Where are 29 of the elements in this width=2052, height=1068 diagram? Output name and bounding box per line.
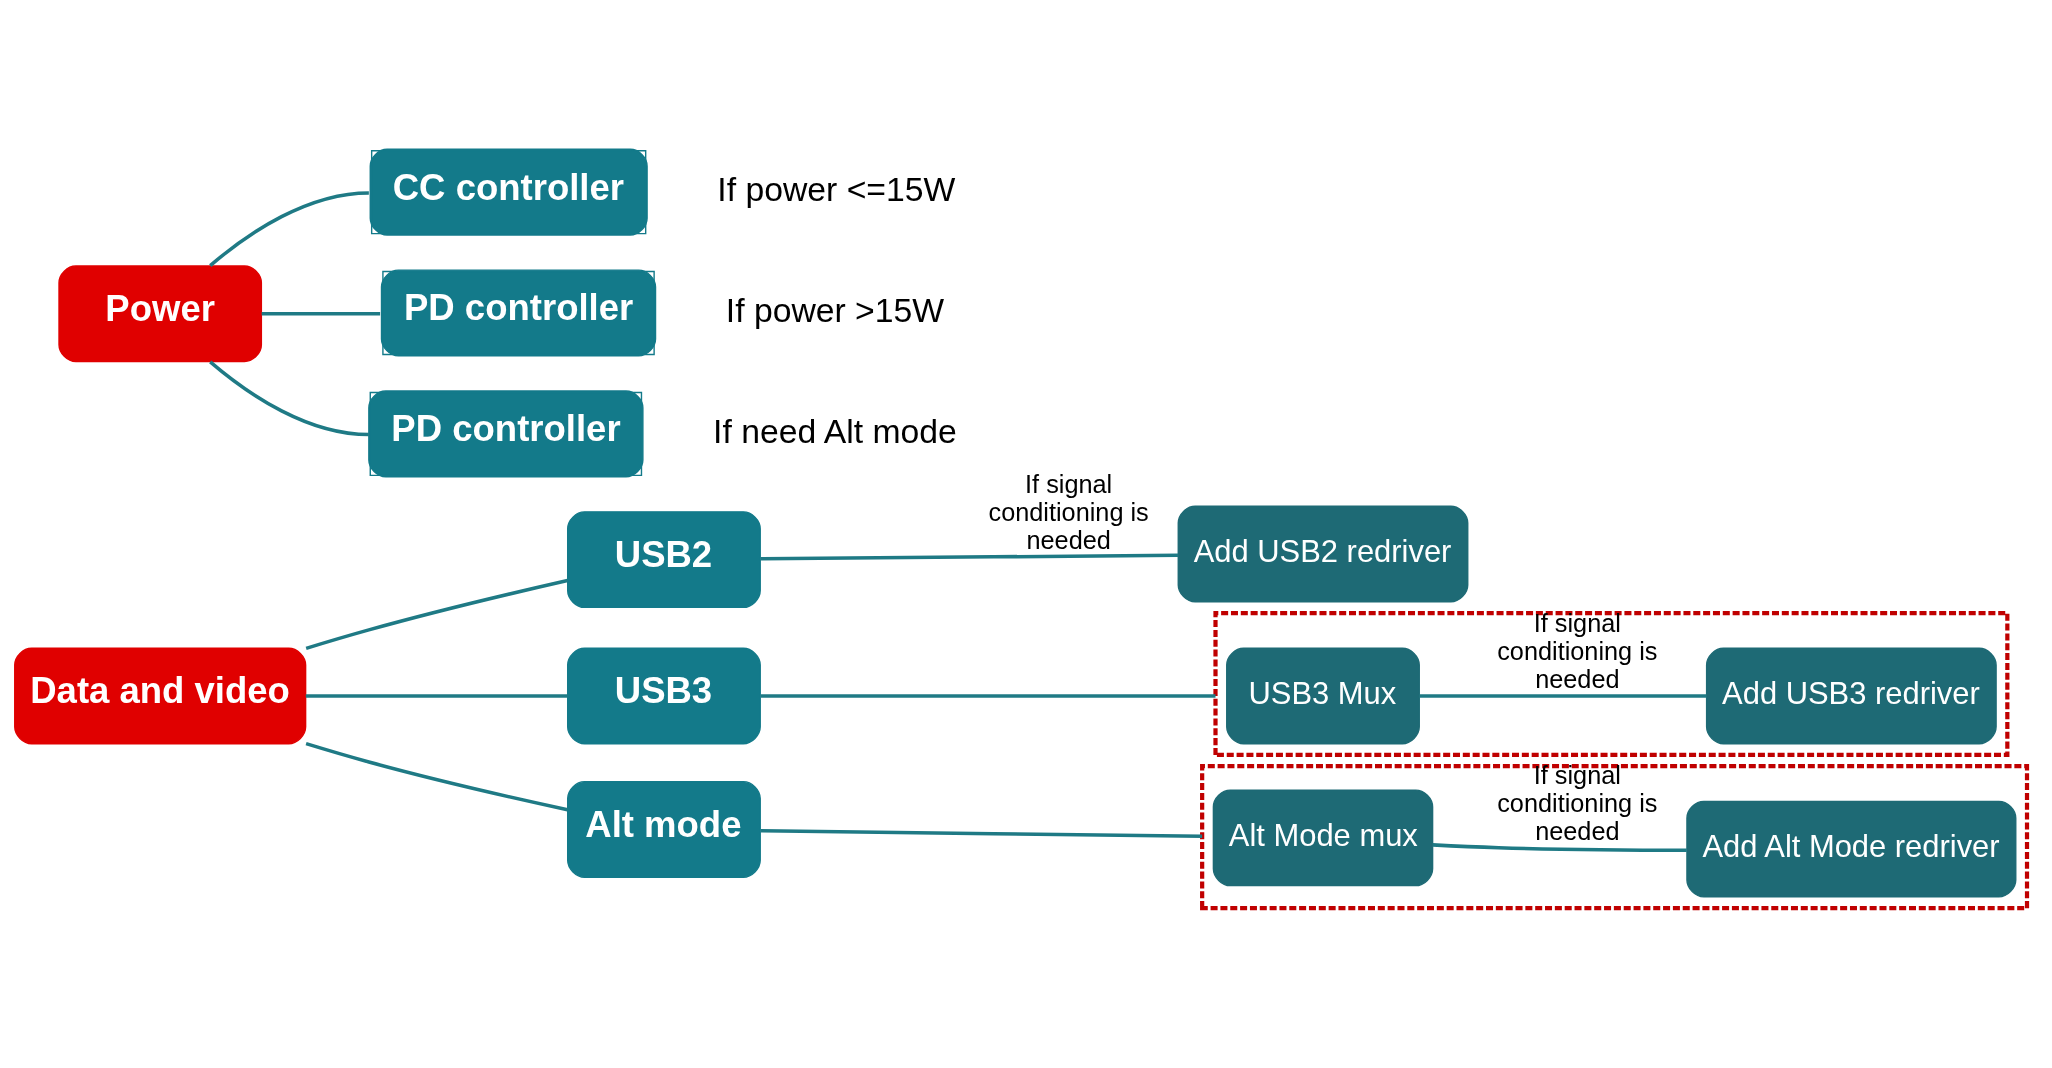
- connector: [760, 828, 1202, 839]
- connector: [305, 578, 568, 651]
- node-box: USB2: [566, 511, 761, 609]
- cluster: [1199, 764, 2029, 911]
- connector: [305, 742, 568, 812]
- node-box: USB3 Mux: [1225, 647, 1420, 745]
- node-box: Add USB2 redriver: [1177, 505, 1468, 603]
- connector: [305, 694, 568, 698]
- connector: [1432, 843, 1687, 852]
- node-box: Alt mode: [566, 780, 761, 878]
- edge-label: If signal conditioning is needed: [1496, 608, 1657, 694]
- connector: [1419, 694, 1706, 698]
- connector: [208, 191, 369, 267]
- node-box: Data and video: [13, 647, 306, 745]
- node-box: Add Alt Mode redriver: [1685, 800, 2016, 898]
- edge-label: If signal conditioning is needed: [988, 469, 1149, 554]
- node-label: If power >15W: [725, 290, 944, 329]
- connector: [760, 694, 1215, 698]
- node-label: If need Alt mode: [712, 411, 957, 450]
- connector: [261, 311, 380, 316]
- node-box: Alt Mode mux: [1212, 789, 1433, 887]
- node-box: USB3: [566, 647, 761, 745]
- connector: [208, 360, 369, 437]
- cluster: [1212, 610, 2009, 758]
- connector: [760, 553, 1178, 561]
- node-box: Add USB3 redriver: [1705, 647, 1997, 745]
- edge-label: If signal conditioning is needed: [1496, 760, 1657, 845]
- node-label: If power <=15W: [716, 169, 955, 208]
- node-box: Power: [57, 265, 262, 363]
